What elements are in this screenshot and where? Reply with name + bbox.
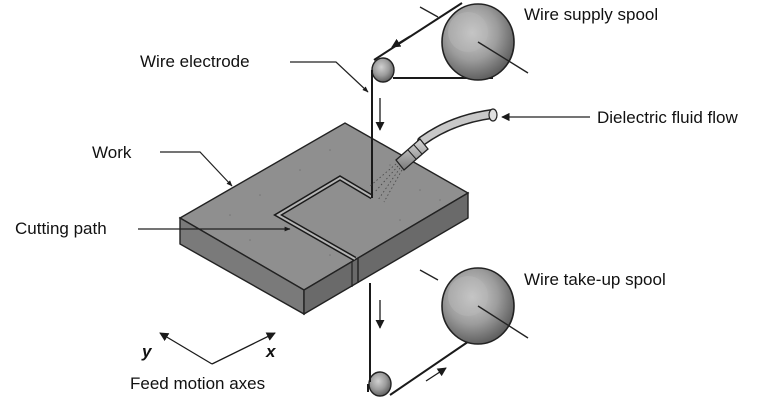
workpiece xyxy=(178,122,470,316)
dielectric-nozzle xyxy=(369,108,498,203)
lower-guide-roller xyxy=(368,371,392,397)
wire-takeup-spool xyxy=(419,267,529,345)
cutting-path-label: Cutting path xyxy=(15,219,107,238)
wire-path xyxy=(367,2,493,397)
axis-x-label: x xyxy=(265,342,277,361)
wire-electrode-label: Wire electrode xyxy=(140,52,250,71)
feed-motion-axes-label: Feed motion axes xyxy=(130,374,265,393)
wire-supply-spool-label: Wire supply spool xyxy=(524,5,658,24)
leader-lines xyxy=(138,61,590,232)
wire-takeup-spool-label: Wire take-up spool xyxy=(524,270,666,289)
upper-guide-roller xyxy=(371,57,395,83)
work-side-face xyxy=(303,191,469,316)
dielectric-fluid-flow-label: Dielectric fluid flow xyxy=(597,108,738,127)
wire-supply-spool xyxy=(419,3,529,81)
work-label: Work xyxy=(92,143,132,162)
feed-motion-axes: y x Feed motion axes xyxy=(130,332,277,393)
axis-y-label: y xyxy=(141,342,153,361)
